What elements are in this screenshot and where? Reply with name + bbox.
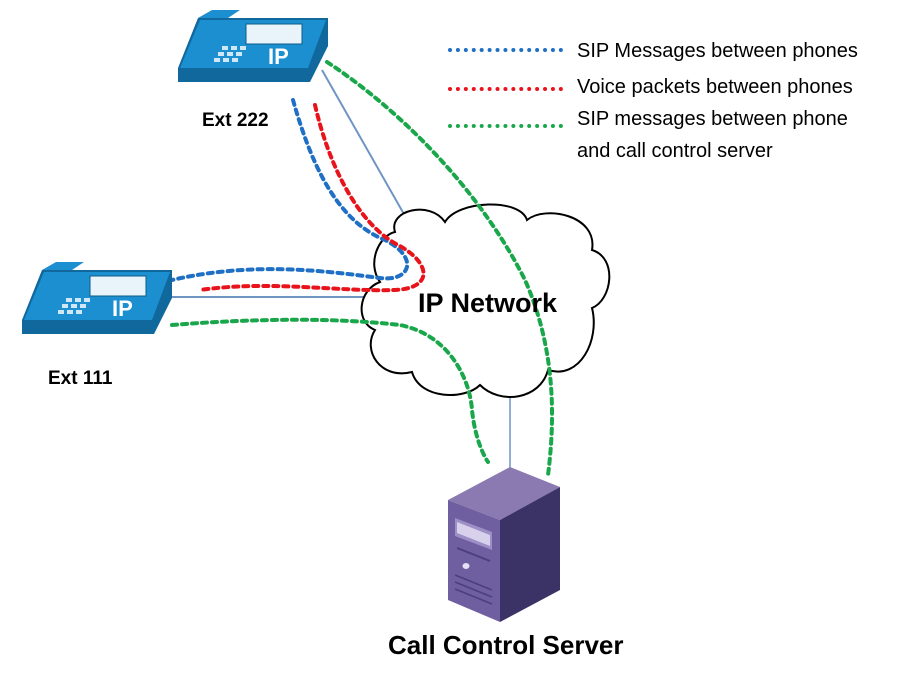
legend-text-sip-server-2: and call control server [577, 140, 773, 162]
legend-text-sip-server: SIP messages between phone [577, 108, 848, 130]
legend-line-sip-phones [448, 48, 563, 52]
server-tower-icon [448, 467, 560, 622]
ext-222-label: Ext 222 [202, 110, 269, 131]
ip-phone-icon: IP [178, 10, 328, 82]
legend-text-voice: Voice packets between phones [577, 76, 853, 98]
sip-path-server [170, 60, 555, 477]
legend-line-sip-server [448, 124, 563, 128]
server-label: Call Control Server [388, 630, 624, 660]
link-222-network [321, 69, 414, 231]
voice-path-phones [198, 103, 426, 293]
network-label: IP Network [418, 288, 558, 318]
ip-phone-icon: IP [22, 262, 172, 334]
legend-text-sip-phones: SIP Messages between phones [577, 40, 858, 62]
ext-111-label: Ext 111 [48, 368, 113, 389]
legend-line-voice [448, 87, 563, 91]
sip-path-phones [170, 98, 409, 282]
phone-badge-left: IP [112, 296, 133, 321]
phone-badge-top: IP [268, 44, 289, 69]
